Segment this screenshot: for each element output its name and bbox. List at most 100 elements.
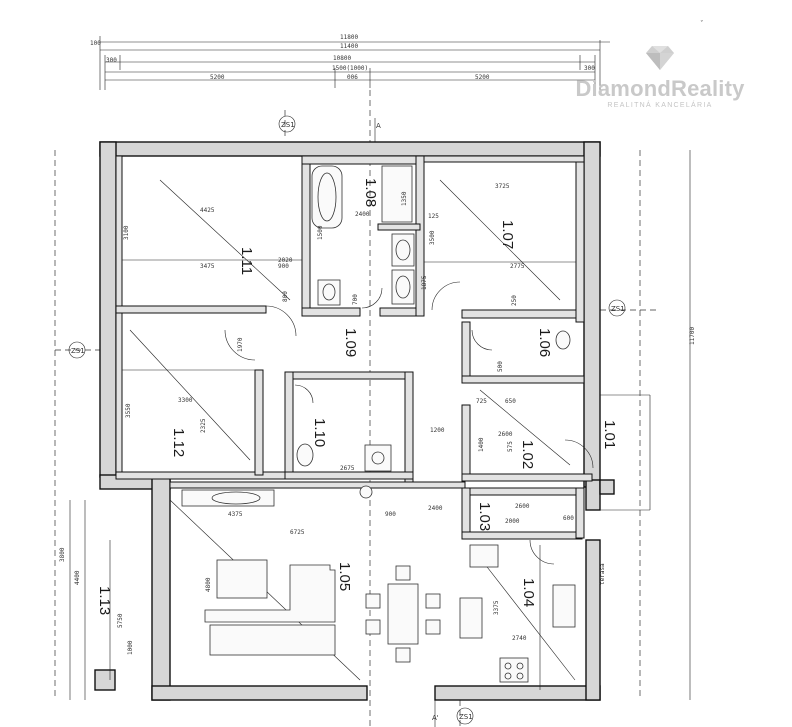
dim-112-w: 3300	[178, 397, 193, 404]
room-label-107: 1.07	[499, 220, 516, 249]
room-label-113: 1.13	[96, 586, 113, 615]
dining-table	[387, 583, 419, 645]
dim-1500: 1500	[317, 225, 324, 240]
dim-door-800: 800	[282, 291, 289, 302]
room-label-102: 1.02	[519, 440, 536, 469]
dim-top-second: 11400	[340, 43, 358, 50]
entrance-terrace: terasa	[599, 394, 651, 585]
room-label-101: 1.01	[601, 420, 618, 449]
dim-top-right-small: 300	[584, 65, 595, 72]
dim-105-h: 4800	[205, 577, 212, 592]
axis-label-left: ZS1	[71, 347, 85, 355]
interior-walls	[115, 155, 593, 540]
dim-111-w: 4425	[200, 207, 215, 214]
axis-label-right: ZS1	[611, 305, 625, 313]
dim-500: 500	[497, 361, 504, 372]
room-label-109: 1.09	[342, 328, 359, 357]
dim-top-right: 5200	[475, 74, 490, 81]
dim-650: 650	[505, 398, 516, 405]
dim-left-100: 100	[90, 40, 101, 47]
dim-105-w2: 4375	[228, 511, 243, 518]
room-label-108: 1.08	[362, 178, 379, 207]
dim-top-total: 11800	[340, 34, 358, 41]
living-furniture	[181, 489, 576, 690]
door-107	[431, 281, 461, 311]
door-112	[224, 329, 256, 361]
dim-left-5750: 5750	[117, 613, 124, 628]
dim-112-h: 3550	[125, 403, 132, 418]
dim-right-11700: 11700	[689, 327, 696, 345]
door-entrance	[564, 439, 594, 469]
top-dimension-chains: 11800 11400 10800 1500(1000) 5200 006 52…	[90, 34, 610, 90]
dim-104-h: 3375	[493, 600, 500, 615]
left-dimension-chains: 3800 4400 5750 1000	[54, 150, 134, 700]
cooktop	[499, 657, 529, 683]
dim-1400: 1400	[478, 437, 485, 452]
axis-markers: ZS1 ZS1 ZS1 ZS1 A A'	[55, 90, 660, 727]
dim-900: 900	[278, 263, 289, 270]
dim-top-left: 5200	[210, 74, 225, 81]
axis-label-top: ZS1	[281, 121, 295, 129]
dim-104-w: 2740	[512, 635, 527, 642]
dim-107-h: 3500	[429, 230, 436, 245]
door-110	[294, 384, 314, 404]
section-label-bottom: A'	[432, 714, 439, 722]
door-111	[265, 305, 297, 337]
dim-112-w2: 2325	[200, 418, 207, 433]
dim-bath-w: 2400	[355, 211, 370, 218]
sink	[552, 584, 576, 628]
dim-door-2020: 2020	[278, 257, 293, 264]
interior-dimensions: 4425 3100 3475 3725 3500 2775 2400 1350 …	[123, 183, 574, 642]
dim-125: 125	[428, 213, 439, 220]
dim-110-w: 2675	[340, 465, 355, 472]
room-label-103: 1.03	[476, 502, 493, 531]
door-103	[529, 539, 555, 565]
bathroom-fixtures	[311, 165, 415, 306]
diamond-logo-icon	[646, 46, 674, 70]
watermark-brand: DiamondReality	[575, 76, 745, 101]
watermark-subtitle: REALITNÁ KANCELÁRIA	[607, 102, 713, 109]
dim-door-1970: 1970	[237, 337, 244, 352]
dim-top-left-small: 300	[106, 57, 117, 64]
dim-1875: 1875	[421, 275, 428, 290]
axis-circle-right	[608, 299, 626, 317]
wc-fixtures	[296, 330, 571, 499]
dim-left-4400: 4400	[74, 570, 81, 585]
section-label-top: A	[376, 122, 381, 130]
outer-walls	[94, 141, 601, 701]
terrace-label: terasa	[599, 563, 606, 585]
room-label-104: 1.04	[520, 578, 537, 607]
door-106	[471, 329, 493, 351]
rug	[209, 624, 336, 656]
toilet-wc	[296, 443, 314, 467]
room-label-106: 1.06	[536, 328, 553, 357]
dim-2000: 2000	[505, 518, 520, 525]
dim-575: 575	[507, 441, 514, 452]
corner-tick: ˇ	[700, 20, 704, 28]
watermark: DiamondReality REALITNÁ KANCELÁRIA	[560, 40, 760, 109]
dim-111-h: 3100	[123, 225, 130, 240]
room-label-110: 1.10	[311, 418, 328, 447]
axis-label-bottom: ZS1	[459, 713, 473, 721]
dim-250: 250	[511, 295, 518, 306]
shower-tray	[381, 165, 413, 223]
kitchen-island	[459, 597, 483, 639]
axis-circle-bottom	[456, 707, 474, 725]
dim-900b: 900	[385, 511, 396, 518]
bathtub-basin	[317, 172, 337, 222]
dim-105-w: 6725	[290, 529, 305, 536]
dim-102-w: 2600	[498, 431, 513, 438]
dim-103-w: 2600	[515, 503, 530, 510]
dim-600: 600	[563, 515, 574, 522]
room-label-112: 1.12	[170, 428, 187, 457]
boiler	[359, 485, 373, 499]
room-hatch-lines	[122, 179, 576, 681]
room-label-105: 1.05	[336, 562, 353, 591]
right-dimension-chains: 11700	[639, 150, 696, 700]
dim-left-3800: 3800	[59, 547, 66, 562]
dim-top-center: 006	[347, 74, 358, 81]
dim-col-1000: 1000	[127, 640, 134, 655]
dim-111-w2: 3475	[200, 263, 215, 270]
dim-window-2400: 2400	[428, 505, 443, 512]
